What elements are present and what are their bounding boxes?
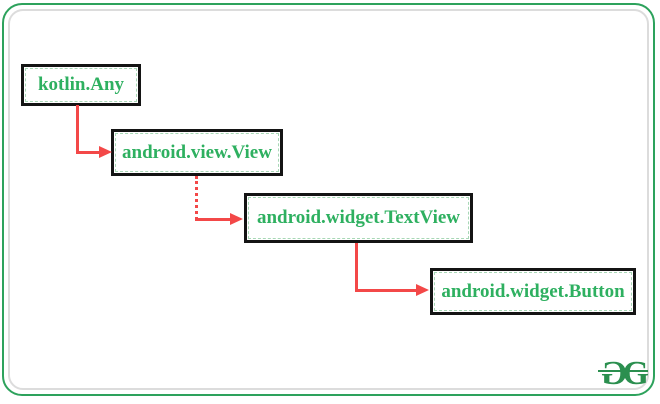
node-android-widget-textview: android.widget.TextView — [244, 193, 473, 243]
arrow-textview-to-button-vertical — [355, 243, 358, 291]
logo-strike-line — [598, 370, 648, 372]
arrow-view-to-textview-horizontal — [195, 218, 231, 221]
arrow-textview-to-button-arrowhead-icon — [416, 284, 429, 296]
inner-gray-frame — [8, 9, 649, 390]
outer-green-frame — [2, 3, 655, 396]
arrow-any-to-view-horizontal — [76, 151, 100, 154]
node-kotlin-any-label: kotlin.Any — [37, 74, 125, 95]
arrow-view-to-textview-vertical — [195, 176, 198, 220]
node-android-widget-textview-label: android.widget.TextView — [256, 207, 461, 228]
node-android-widget-button: android.widget.Button — [430, 268, 636, 315]
arrow-any-to-view-arrowhead-icon — [99, 146, 112, 158]
arrow-any-to-view-vertical — [76, 105, 79, 153]
node-kotlin-any: kotlin.Any — [21, 64, 141, 106]
arrow-view-to-textview-arrowhead-icon — [230, 213, 243, 225]
node-android-view-view-label: android.view.View — [122, 141, 272, 163]
node-android-widget-button-label: android.widget.Button — [441, 280, 625, 302]
arrow-textview-to-button-horizontal — [355, 289, 417, 292]
logo-mirrored-g: G — [601, 355, 628, 392]
node-android-view-view: android.view.View — [111, 129, 283, 176]
logo-g: G — [622, 355, 649, 392]
